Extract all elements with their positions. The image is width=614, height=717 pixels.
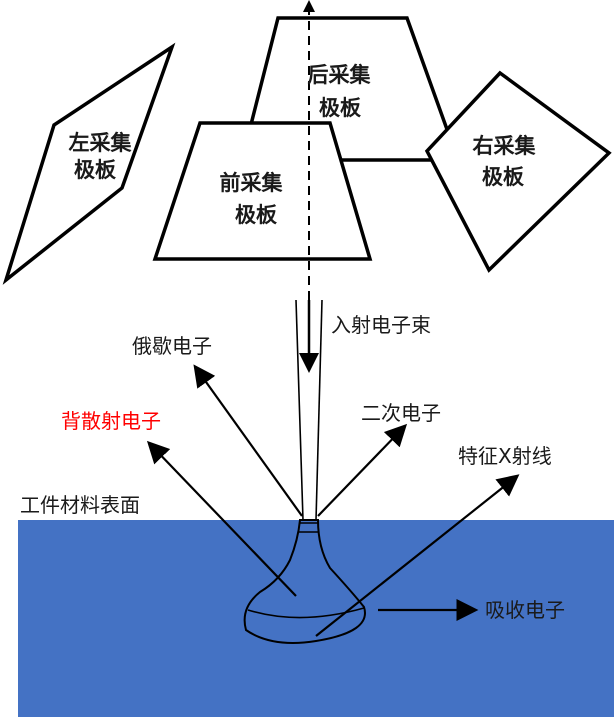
back-plate-label-line1: 后采集 xyxy=(308,63,372,87)
axis-top-arrowhead xyxy=(303,0,315,12)
left-plate-label-line2: 极板 xyxy=(74,158,117,182)
backscattered-electrons-label: 背散射电子 xyxy=(61,409,161,433)
auger-electrons-label: 俄歇电子 xyxy=(132,334,212,358)
characteristic-xray-label: 特征X射线 xyxy=(458,444,552,468)
interaction-volume xyxy=(243,519,366,644)
xray-arrow xyxy=(315,474,520,637)
right-plate-label-line2: 极板 xyxy=(482,165,525,189)
right-collector-plate xyxy=(424,70,612,273)
front-plate-label-line1: 前采集 xyxy=(220,171,284,195)
beam-left-edge xyxy=(295,299,304,521)
beam-right-edge xyxy=(315,299,323,521)
secondary-arrow xyxy=(317,423,408,517)
left-plate-label-line1: 左采集 xyxy=(69,131,133,155)
right-plate-label-line1: 右采集 xyxy=(473,134,537,158)
absorbed-electrons-label: 吸收电子 xyxy=(485,598,565,622)
incident-beam-label: 入射电子束 xyxy=(331,313,431,337)
left-collector-plate xyxy=(2,42,176,285)
backscatter-arrow xyxy=(146,440,297,597)
front-plate-label-line2: 极板 xyxy=(235,203,278,227)
back-plate-label-line2: 极板 xyxy=(319,96,362,120)
workpiece-material xyxy=(18,520,614,717)
workpiece-surface-label: 工件材料表面 xyxy=(20,493,140,517)
secondary-electrons-label: 二次电子 xyxy=(361,401,441,425)
front-collector-plate xyxy=(152,121,373,261)
auger-arrow xyxy=(193,364,303,517)
interaction-volume-lower-curve xyxy=(247,607,365,619)
